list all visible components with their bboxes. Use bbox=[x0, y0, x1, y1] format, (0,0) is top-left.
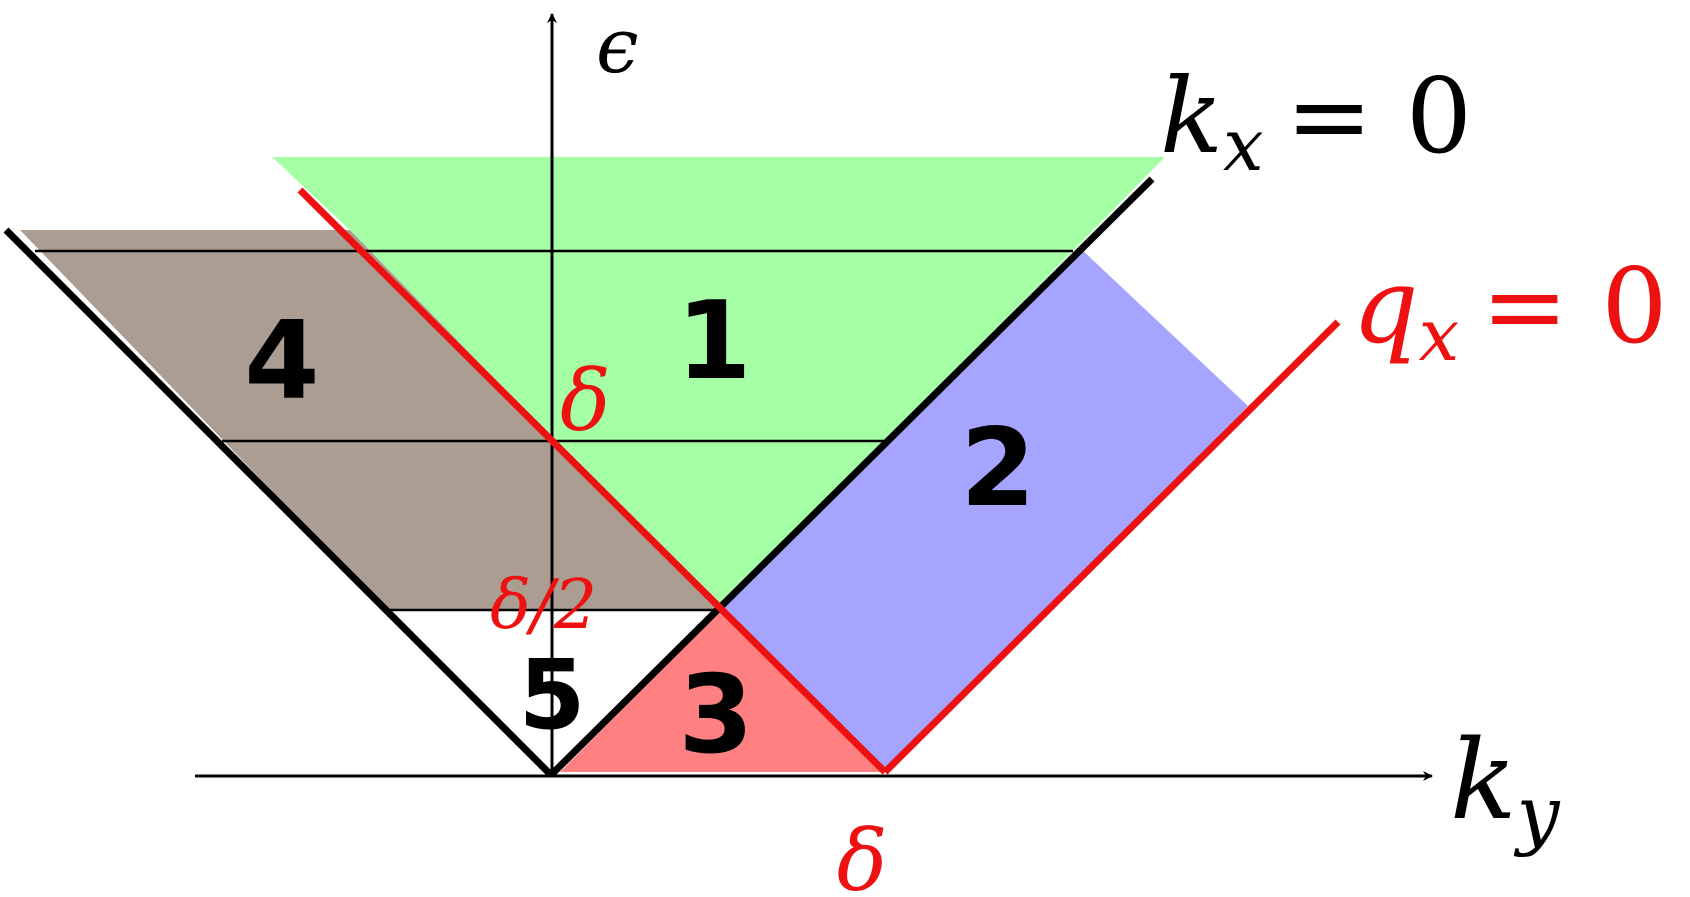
kx-line-label: kx = 0 bbox=[1160, 55, 1472, 187]
kx-label-sub: x bbox=[1223, 103, 1264, 187]
delta-axis-label: δ bbox=[560, 352, 611, 450]
delta-bottom-label: δ bbox=[837, 812, 888, 897]
epsilon-axis-label: ϵ bbox=[596, 1, 639, 90]
region-2-label: 2 bbox=[960, 406, 1035, 531]
qx-line-right bbox=[882, 319, 1341, 775]
kx-label-eq: = 0 bbox=[1286, 55, 1472, 177]
kx-line-right bbox=[548, 176, 1155, 778]
ky-label-main: k bbox=[1450, 716, 1517, 844]
region-5-label: 5 bbox=[519, 639, 586, 751]
region-1-label: 1 bbox=[676, 279, 751, 404]
region-4-label: 4 bbox=[244, 299, 319, 424]
kx-line-left bbox=[3, 227, 554, 778]
qx-label-sub: x bbox=[1419, 293, 1460, 377]
region-3-label: 3 bbox=[678, 653, 753, 778]
ky-axis-label: ky bbox=[1450, 716, 1561, 858]
qx-line-label: qx= 0 bbox=[1352, 245, 1668, 377]
ky-label-sub: y bbox=[1514, 769, 1561, 858]
qx-label-eq: = 0 bbox=[1481, 245, 1667, 367]
qx-line-left bbox=[297, 187, 888, 775]
delta-half-label: δ/2 bbox=[490, 566, 597, 645]
qx-label-main: q bbox=[1352, 245, 1419, 367]
region-1-fill bbox=[272, 157, 1165, 610]
kx-label-main: k bbox=[1160, 55, 1223, 177]
region-3-fill bbox=[560, 610, 885, 772]
region-2-fill bbox=[720, 248, 1248, 772]
region-4-fill bbox=[20, 230, 720, 610]
